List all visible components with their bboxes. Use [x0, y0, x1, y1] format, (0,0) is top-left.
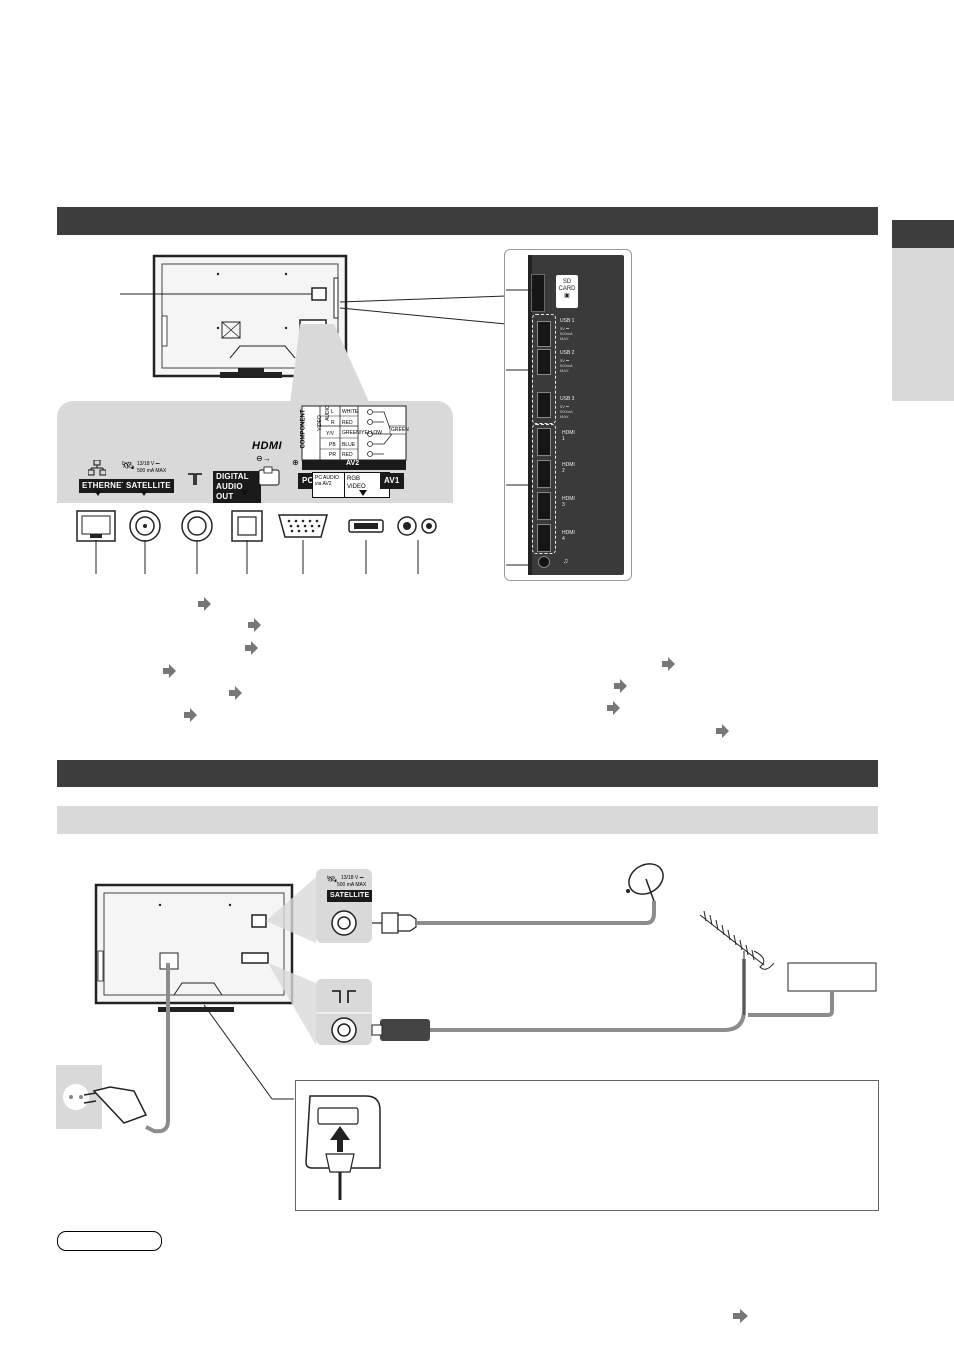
digital-audio-line2: AUDIO OUT	[216, 482, 243, 501]
av-input-icon: ⊕	[292, 458, 299, 467]
satellite-rating-line1: 13/18 V ⎓	[137, 461, 160, 467]
usb3-label: USB 3	[560, 396, 575, 402]
reference-arrows	[163, 597, 729, 738]
usb3-rating: 5V ⎓ 500mA MAX	[560, 404, 573, 419]
hdmi1-label: HDMI 1	[562, 430, 575, 442]
optical-warning-icon	[258, 466, 280, 486]
label-pointers	[94, 490, 367, 496]
usb2-port[interactable]	[537, 349, 551, 375]
hdmi4-port[interactable]	[537, 524, 551, 552]
pc-audio-line2: via AV2	[315, 481, 332, 487]
hdmi2-label: HDMI 2	[562, 462, 575, 474]
side-panel-edge	[528, 255, 532, 575]
sd-card-slot	[531, 274, 545, 312]
sd-card-line1: SD	[562, 279, 572, 285]
av2-col-white: WHITE	[342, 409, 359, 415]
av1-rgb: RGB	[347, 476, 361, 482]
network-icon	[88, 460, 106, 476]
av2-comp-l: L	[331, 409, 334, 415]
antenna-terminal-icon	[187, 472, 203, 486]
av1-video: VIDEO	[347, 484, 366, 490]
av2-video-small: VIDEO	[316, 415, 323, 431]
hdmi1-port[interactable]	[537, 428, 551, 456]
av2-col-red2: RED	[342, 452, 353, 458]
usb2-rating: 5V ⎓ 500mA MAX	[560, 358, 573, 373]
hdmi3-port[interactable]	[537, 492, 551, 520]
usb1-label: USB 1	[560, 318, 575, 324]
av2-label: AV2	[346, 460, 360, 467]
section-header-bar-top	[57, 207, 878, 235]
hdmi-arc-icon: ⊖→	[256, 454, 271, 463]
pc-audio-line1: PC AUDIO	[315, 475, 339, 481]
section-header-bar-connection	[57, 760, 878, 787]
usb1-port[interactable]	[537, 321, 551, 347]
headphone-jack[interactable]	[538, 556, 550, 568]
side-panel-zoom-lines	[339, 295, 507, 325]
av2-col-red: RED	[342, 420, 353, 426]
av1-label: AV1	[380, 473, 404, 489]
inset-satellite-rating-line1: 13/18 V ⎓	[341, 875, 364, 881]
headphone-icon: ♫	[563, 558, 569, 565]
av2-audio-small: AUDIO	[324, 405, 331, 421]
hdmi-group-outline	[532, 424, 556, 554]
hdmi2-port[interactable]	[537, 460, 551, 488]
hdmi-logo: HDMI	[252, 440, 283, 452]
connection-diagram	[56, 863, 877, 1134]
av2-component-block	[301, 405, 407, 470]
chapter-tab-light	[892, 248, 954, 401]
av2-comp-y: Y/V	[326, 431, 335, 437]
av2-col-blue: BLUE	[342, 442, 356, 448]
av2-col-green-yellow: GREEN/YELLOW	[342, 430, 382, 436]
bottom-reference-arrow	[733, 1309, 748, 1323]
hdmi4-label: HDMI 4	[562, 530, 575, 542]
av2-comp-pr: PR	[329, 452, 336, 458]
sd-card-line2: CARD	[558, 286, 576, 292]
digital-audio-line1: DIGITAL	[216, 472, 249, 481]
hdmi3-label: HDMI 3	[562, 496, 575, 508]
digital-audio-out-label: DIGITAL AUDIO OUT	[213, 471, 261, 503]
power-inset-box	[295, 1080, 879, 1211]
power-inset-illustration	[305, 1095, 381, 1200]
note-pill	[57, 1231, 162, 1251]
satellite-dish-icon: 🛰	[121, 460, 135, 472]
usb1-rating: 5V ⎓ 500mA MAX	[560, 326, 573, 341]
usb2-label: USB 2	[560, 350, 575, 356]
sd-card-icon: ▣	[564, 293, 570, 299]
usb-group-outline	[532, 314, 556, 424]
ethernet-label: ETHERNET	[79, 479, 130, 493]
inset-satellite-rating-line2: 500 mA MAX	[337, 882, 367, 888]
satellite-rating-line2: 500 mA MAX	[137, 468, 167, 474]
av2-green-tag: GREEN	[391, 427, 409, 433]
usb3-port[interactable]	[537, 392, 551, 418]
satellite-label: SATELLITE	[123, 479, 174, 493]
chapter-tab-active	[892, 220, 954, 248]
connector-leader-lines	[95, 540, 419, 574]
inset-satellite-dish-icon: 🛰	[326, 874, 338, 884]
side-panel-leaders	[506, 289, 532, 566]
av2-comp-pb: PB	[329, 442, 336, 448]
subsection-header-bar	[57, 806, 878, 834]
sd-card-label-box: SD CARD ▣	[556, 275, 578, 308]
pc-audio-box: PC AUDIO via AV2	[312, 472, 348, 498]
rear-connectors	[76, 510, 437, 542]
zoom-funnel	[290, 324, 370, 404]
av2-comp-r: R	[331, 420, 335, 426]
inset-satellite-label: SATELLITE	[327, 890, 373, 902]
tv-rear-diagram-top	[120, 254, 348, 378]
av2-component-label: COMPONENT	[300, 409, 307, 449]
